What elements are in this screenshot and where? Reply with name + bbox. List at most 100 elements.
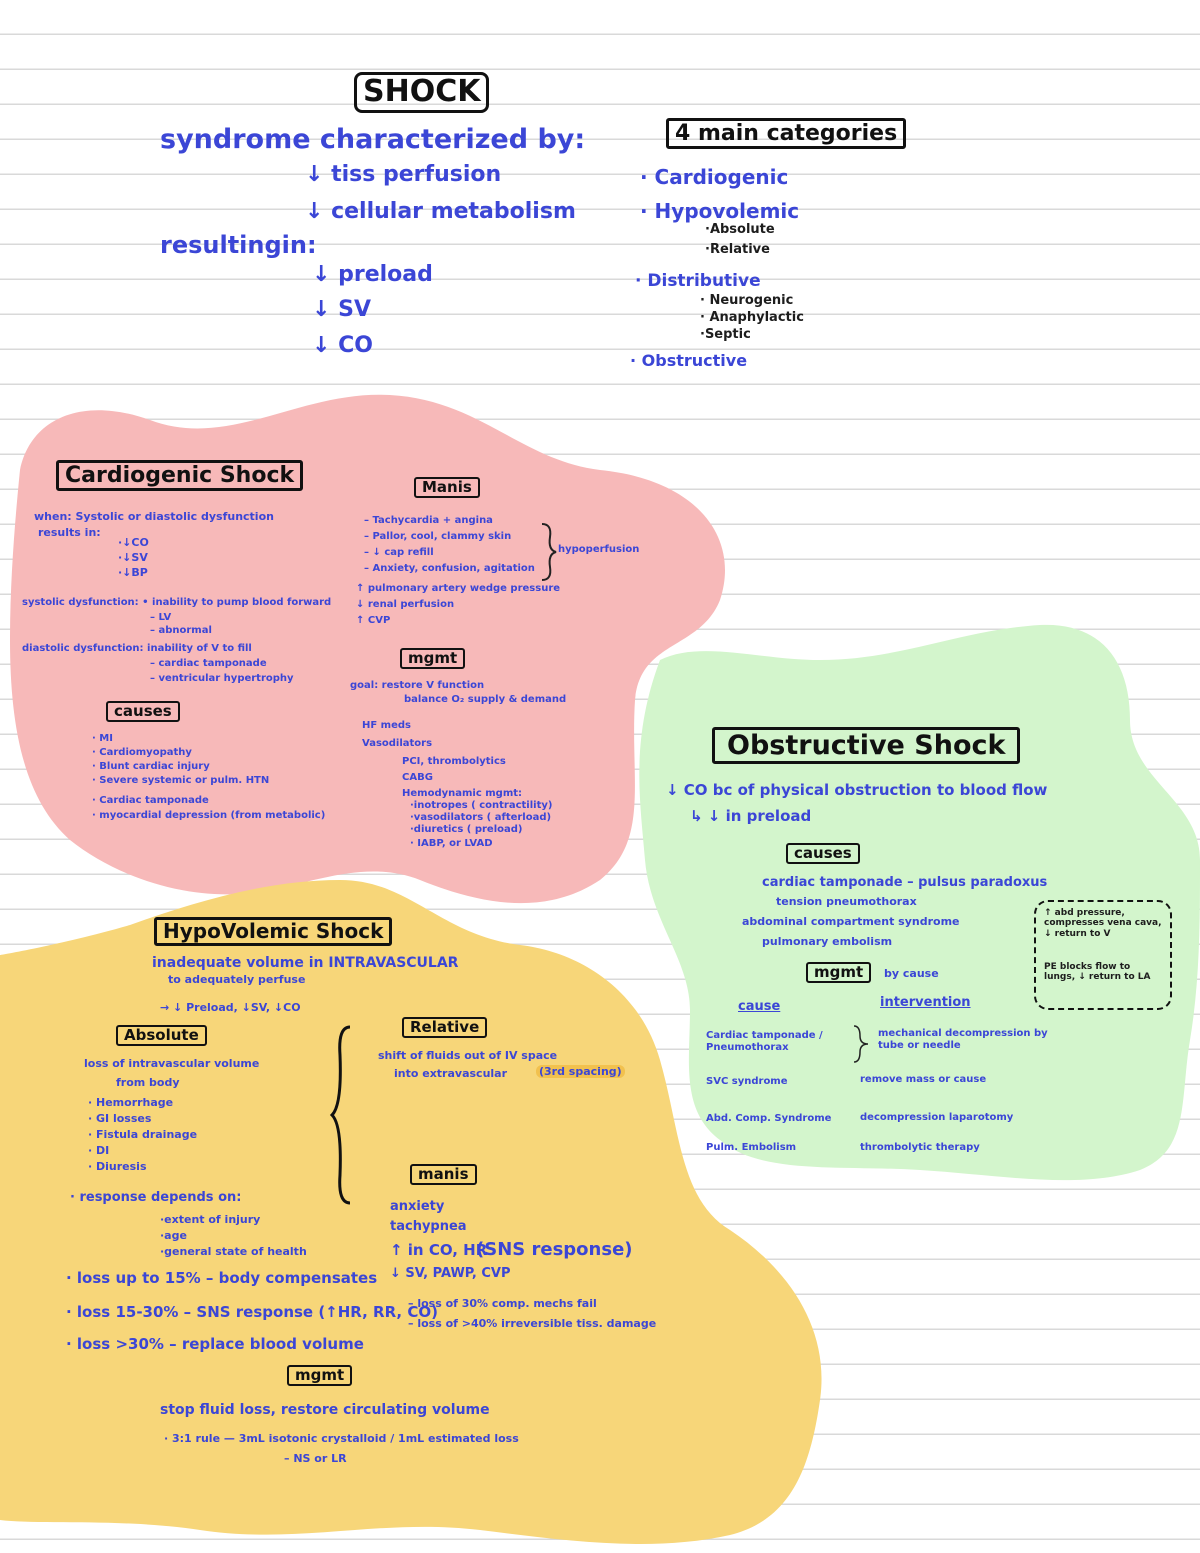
cardiogenic-result-co: ·↓CO xyxy=(118,536,149,549)
obstructive-row-4-cause: Pulm. Embolism xyxy=(706,1142,797,1153)
hypovolemic-absolute-di: · DI xyxy=(88,1144,110,1157)
hypovolemic-mani-anxiety: anxiety xyxy=(390,1199,445,1214)
cardiogenic-mgmt-diuretics: ·diuretics ( preload) xyxy=(410,824,523,835)
cardiogenic-mani-1: – Tachycardia + angina xyxy=(364,515,493,526)
obstructive-cause-pneumothorax: tension pneumothorax xyxy=(776,895,917,908)
pink-blob xyxy=(10,394,725,904)
category-obstructive: · Obstructive xyxy=(630,351,748,370)
third-spacing-highlight: (3rd spacing) xyxy=(536,1065,625,1078)
cardiogenic-manis-title: Manis xyxy=(414,477,480,499)
hypovolemic-title: HypoVolemic Shock xyxy=(154,917,393,946)
category-hypovolemic: · Hypovolemic xyxy=(640,199,800,223)
obstructive-row-1-intervention: mechanical decompression by tube or need… xyxy=(878,1028,1048,1051)
categories-heading: 4 main categories xyxy=(666,118,907,150)
cardiogenic-mgmt-hemo: Hemodynamic mgmt: xyxy=(402,788,523,799)
hypovolemic-mgmt-fluids: – NS or LR xyxy=(284,1452,347,1465)
cardiogenic-mgmt-cabg: CABG xyxy=(402,772,433,783)
cardiogenic-manis-brace xyxy=(541,523,557,581)
category-septic: ·Septic xyxy=(700,327,751,342)
hypovolemic-mani-sv: ↓ SV, PAWP, CVP xyxy=(390,1266,511,1281)
hypovolemic-response-injury: ·extent of injury xyxy=(160,1213,261,1226)
cardiogenic-mani-2: – Pallor, cool, clammy skin xyxy=(364,531,512,542)
yellow-blob xyxy=(0,880,822,1544)
hypovolemic-relative-3rd-spacing: (3rd spacing) xyxy=(536,1065,625,1079)
hypovolemic-relative-def: shift of fluids out of IV space xyxy=(378,1049,558,1062)
hypovolemic-mgmt-title: mgmt xyxy=(287,1365,353,1387)
hypovolemic-absolute-title: Absolute xyxy=(116,1025,207,1047)
hypovolemic-loss-15-30: · loss 15-30% – SNS response (↑HR, RR, C… xyxy=(66,1303,438,1321)
obstructive-col-intervention: intervention xyxy=(880,995,971,1010)
category-absolute: ·Absolute xyxy=(705,222,775,237)
cardiogenic-cause-tamponade: · Cardiac tamponade xyxy=(92,795,209,806)
obstructive-note-box xyxy=(1034,900,1172,1010)
cardiogenic-mani-3: – ↓ cap refill xyxy=(364,547,434,558)
hypovolemic-mgmt-rule: · 3:1 rule — 3mL isotonic crystalloid / … xyxy=(164,1432,519,1445)
cardiogenic-mgmt-vaso: Vasodilators xyxy=(362,738,433,749)
hypovolemic-absolute-def2: from body xyxy=(116,1076,180,1089)
cardiogenic-hypoperfusion: hypoperfusion xyxy=(558,544,640,555)
obstructive-cause-pe: pulmonary embolism xyxy=(762,935,893,948)
hypovolemic-def2: to adequately perfuse xyxy=(168,973,306,986)
cardiogenic-mani-cvp: ↑ CVP xyxy=(356,615,391,626)
obstructive-row-1-cause: Cardiac tamponade / Pneumothorax xyxy=(706,1030,823,1053)
hypovolemic-response-age: ·age xyxy=(160,1229,187,1242)
hypovolemic-loss-more-30: – loss of 30% comp. mechs fail xyxy=(408,1297,597,1310)
hypovolemic-relative-def2: into extravascular xyxy=(394,1067,508,1080)
obstructive-def: ↓ CO bc of physical obstruction to blood… xyxy=(666,781,1048,799)
hypovolemic-loss-15: · loss up to 15% – body compensates xyxy=(66,1269,378,1287)
obstructive-row-2-cause: SVC syndrome xyxy=(706,1076,788,1087)
cardiogenic-systolic-lv: – LV xyxy=(150,612,172,623)
hypovolemic-mani-co-hr: ↑ in CO, HR xyxy=(390,1241,488,1259)
obstructive-note-2: PE blocks flow to lungs, ↓ return to LA xyxy=(1044,962,1151,983)
definition-heading: syndrome characterized by: xyxy=(160,124,586,155)
cardiogenic-mgmt-goal2: balance O₂ supply & demand xyxy=(404,694,567,705)
cardiogenic-mgmt-hf: HF meds xyxy=(362,720,411,731)
cardiogenic-when: when: Systolic or diastolic dysfunction xyxy=(34,510,274,523)
hypovolemic-response-health: ·general state of health xyxy=(160,1245,307,1258)
cardiogenic-diastolic: diastolic dysfunction: inability of V to… xyxy=(22,643,252,654)
cardiogenic-title: Cardiogenic Shock xyxy=(56,460,304,492)
category-cardiogenic: · Cardiogenic xyxy=(640,165,789,189)
cardiogenic-diastolic-tamponade: – cardiac tamponade xyxy=(150,658,267,669)
definition-line-1: ↓ tiss perfusion xyxy=(305,162,502,187)
obstructive-causes-title: causes xyxy=(786,843,860,865)
hypovolemic-loss-30: · loss >30% – replace blood volume xyxy=(66,1335,364,1353)
hypovolemic-manis-title: manis xyxy=(410,1164,477,1186)
cardiogenic-causes-title: causes xyxy=(106,701,180,723)
obstructive-col-cause: cause xyxy=(738,999,781,1014)
category-anaphylactic: · Anaphylactic xyxy=(700,310,804,325)
category-relative: ·Relative xyxy=(705,242,770,257)
obstructive-row-3-intervention: decompression laparotomy xyxy=(860,1112,1014,1123)
obstructive-mgmt-by: by cause xyxy=(884,967,939,980)
cardiogenic-mani-4: – Anxiety, confusion, agitation xyxy=(364,563,535,574)
cardiogenic-mani-pawp: ↑ pulmonary artery wedge pressure xyxy=(356,583,561,594)
cardiogenic-mgmt-iabp: · IABP, or LVAD xyxy=(410,838,493,849)
hypovolemic-response: · response depends on: xyxy=(70,1190,242,1205)
obstructive-title: Obstructive Shock xyxy=(712,727,1021,765)
cardiogenic-cause-htn: · Severe systemic or pulm. HTN xyxy=(92,775,270,786)
obstructive-row-3-cause: Abd. Comp. Syndrome xyxy=(706,1113,832,1124)
hypovolemic-mani-sns: (SNS response) xyxy=(476,1239,633,1260)
hypovolemic-loss-more-40: – loss of >40% irreversible tiss. damage xyxy=(408,1317,657,1330)
cardiogenic-cause-cardiomyopathy: · Cardiomyopathy xyxy=(92,747,192,758)
category-distributive: · Distributive xyxy=(635,271,761,291)
hypovolemic-absolute-fistula: · Fistula drainage xyxy=(88,1128,198,1141)
category-neurogenic: · Neurogenic xyxy=(700,293,794,308)
hypovolemic-absolute-def: loss of intravascular volume xyxy=(84,1057,260,1070)
cardiogenic-result-bp: ·↓BP xyxy=(118,566,148,579)
definition-line-2: ↓ cellular metabolism xyxy=(305,199,576,224)
hypovolemic-mgmt: stop fluid loss, restore circulating vol… xyxy=(160,1402,490,1418)
hypovolemic-def3: → ↓ Preload, ↓SV, ↓CO xyxy=(160,1001,301,1014)
cardiogenic-mgmt-inotropes: ·inotropes ( contractility) xyxy=(410,800,553,811)
hypovolemic-absolute-diuresis: · Diuresis xyxy=(88,1160,147,1173)
result-co: ↓ CO xyxy=(312,333,373,358)
result-sv: ↓ SV xyxy=(312,297,371,322)
hypovolemic-absolute-gi: · GI losses xyxy=(88,1112,152,1125)
result-preload: ↓ preload xyxy=(312,262,433,287)
hypovolemic-divider-brace xyxy=(329,1025,351,1205)
cardiogenic-mgmt-title: mgmt xyxy=(400,648,466,670)
cardiogenic-systolic-abn: – abnormal xyxy=(150,625,212,636)
resulting-label: resultingin: xyxy=(160,231,317,259)
cardiogenic-diastolic-hypertrophy: – ventricular hypertrophy xyxy=(150,673,294,684)
hypovolemic-mani-tachypnea: tachypnea xyxy=(390,1219,467,1234)
